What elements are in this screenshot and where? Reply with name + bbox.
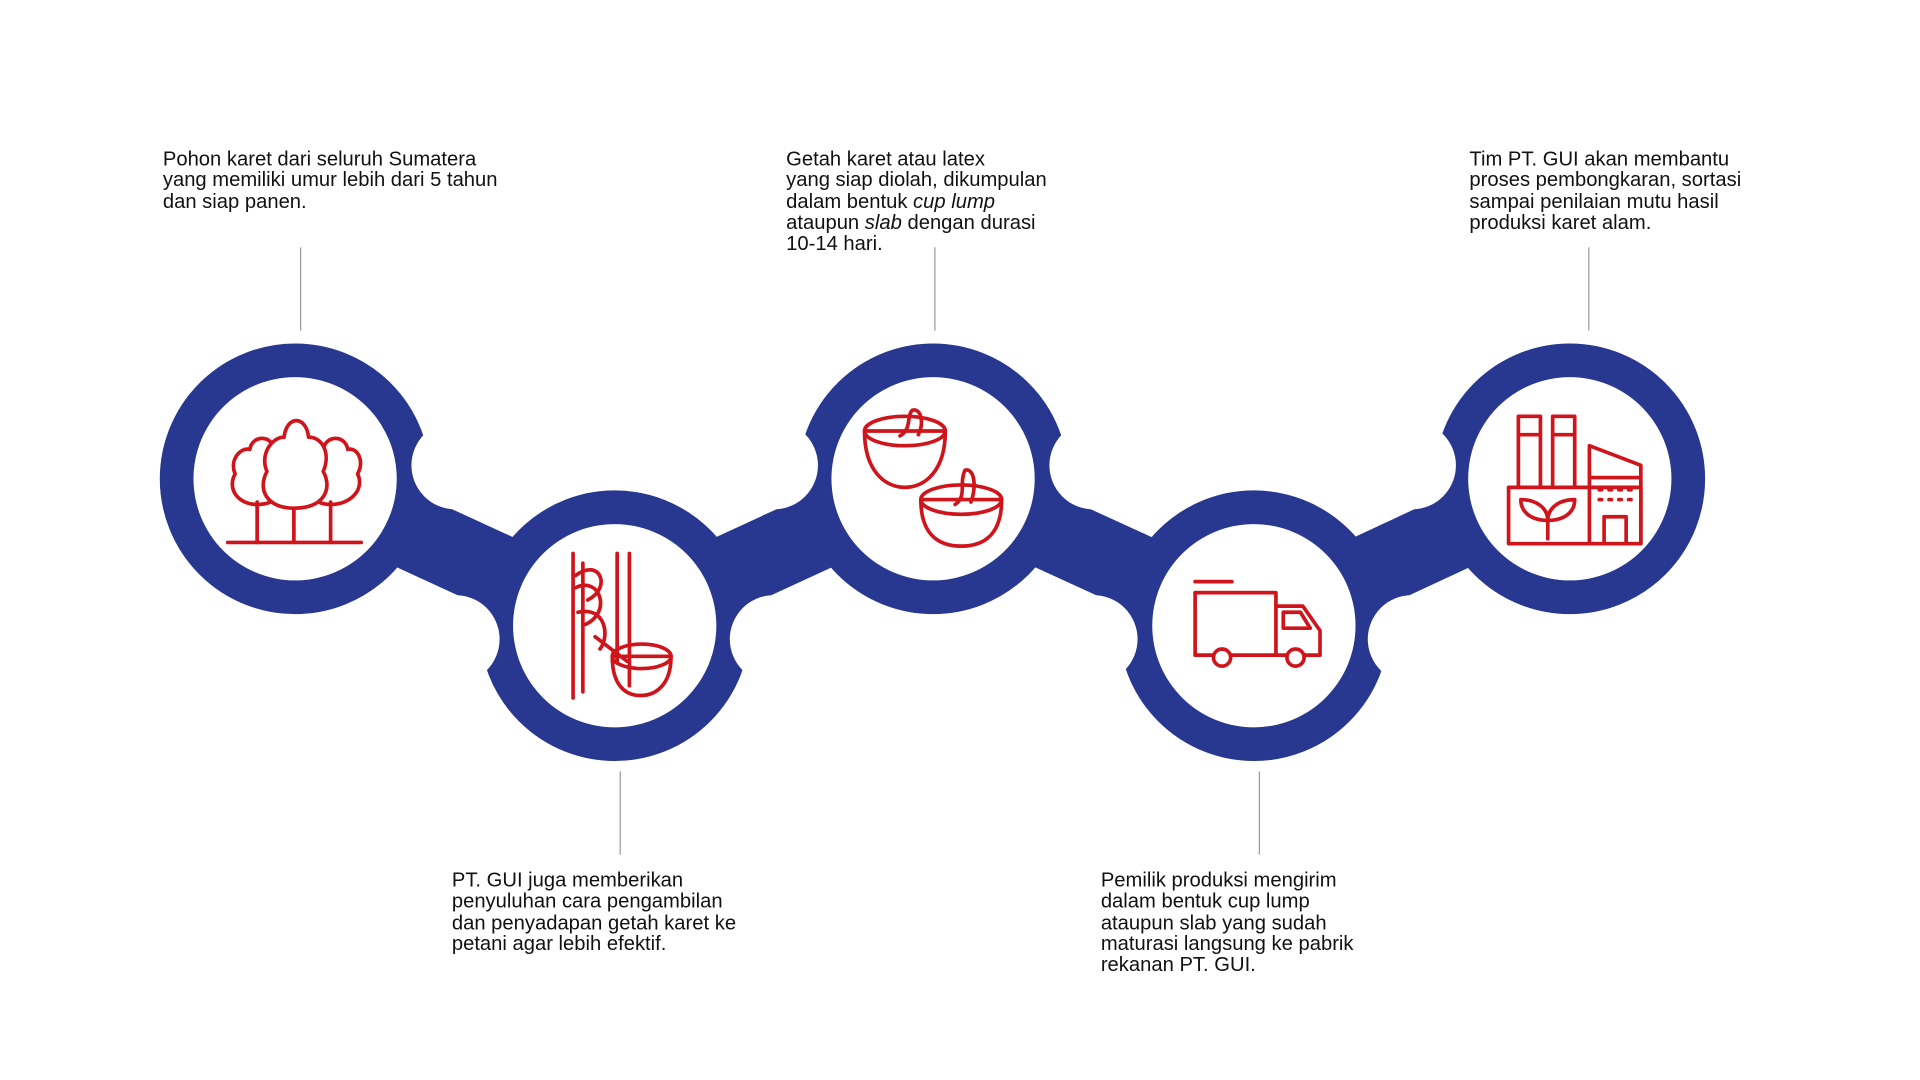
text-line: ataupun slab dengan durasi — [786, 211, 1047, 234]
text-line: proses pembongkaran, sortasi — [1469, 169, 1742, 192]
text-line: ataupun slab yang sudah — [1100, 911, 1327, 934]
text-line: yang siap diolah, dikumpulan — [786, 169, 1047, 192]
step-4-description: Pemilik produksi mengirim dalam bentuk c… — [1100, 869, 1354, 977]
text-line: produksi karet alam. — [1469, 211, 1652, 234]
text-line: dan penyadapan getah karet ke — [451, 911, 737, 934]
text-fragment: ataupun — [786, 211, 865, 234]
step-5-description: Tim PT. GUI akan membantu proses pembong… — [1469, 148, 1742, 234]
step-3-description: Getah karet atau latex yang siap diolah,… — [786, 148, 1047, 255]
text-line: dalam bentuk cup lump — [1100, 890, 1310, 913]
text-line: 10-14 hari. — [786, 232, 883, 255]
connector-line-2 — [619, 771, 621, 855]
text-emphasis: cup lump — [913, 190, 996, 213]
step-3-circle — [831, 377, 1035, 581]
truck-icon — [1193, 579, 1322, 668]
step-2-circle — [513, 524, 717, 728]
trees-icon — [225, 418, 364, 545]
text-fragment: dalam bentuk — [786, 190, 914, 213]
connector-line-4 — [1258, 771, 1261, 855]
text-fragment: dengan durasi — [901, 211, 1036, 234]
step-2-description: PT. GUI juga memberikan penyuluhan cara … — [451, 869, 737, 956]
connector-line-3 — [934, 247, 936, 331]
text-line: rekanan PT. GUI. — [1100, 954, 1256, 977]
text-line: Getah karet atau latex — [786, 148, 985, 171]
text-line: sampai penilaian mutu hasil — [1469, 190, 1719, 213]
text-line: dan siap panen. — [162, 190, 307, 213]
connector-line-1 — [300, 247, 302, 331]
text-line: yang memiliki umur lebih dari 5 tahun — [162, 169, 498, 192]
latex-cups-icon — [862, 408, 1004, 548]
text-line: Pemilik produksi mengirim — [1100, 869, 1337, 892]
tapping-tree-icon — [571, 551, 673, 700]
text-line: maturasi langsung ke pabrik — [1100, 932, 1354, 955]
factory-icon — [1506, 414, 1643, 546]
text-line: dalam bentuk cup lump — [786, 190, 1047, 213]
text-line: PT. GUI juga memberikan — [451, 869, 684, 892]
text-line: Tim PT. GUI akan membantu — [1469, 148, 1730, 171]
step-4-circle — [1152, 524, 1356, 728]
text-line: Pohon karet dari seluruh Sumatera — [162, 148, 477, 171]
text-line: petani agar lebih efektif. — [451, 932, 667, 955]
connector-line-5 — [1588, 247, 1590, 331]
text-emphasis: slab — [864, 211, 902, 234]
text-line: penyuluhan cara pengambilan — [451, 890, 723, 913]
step-1-description: Pohon karet dari seluruh Sumatera yang m… — [162, 148, 498, 213]
